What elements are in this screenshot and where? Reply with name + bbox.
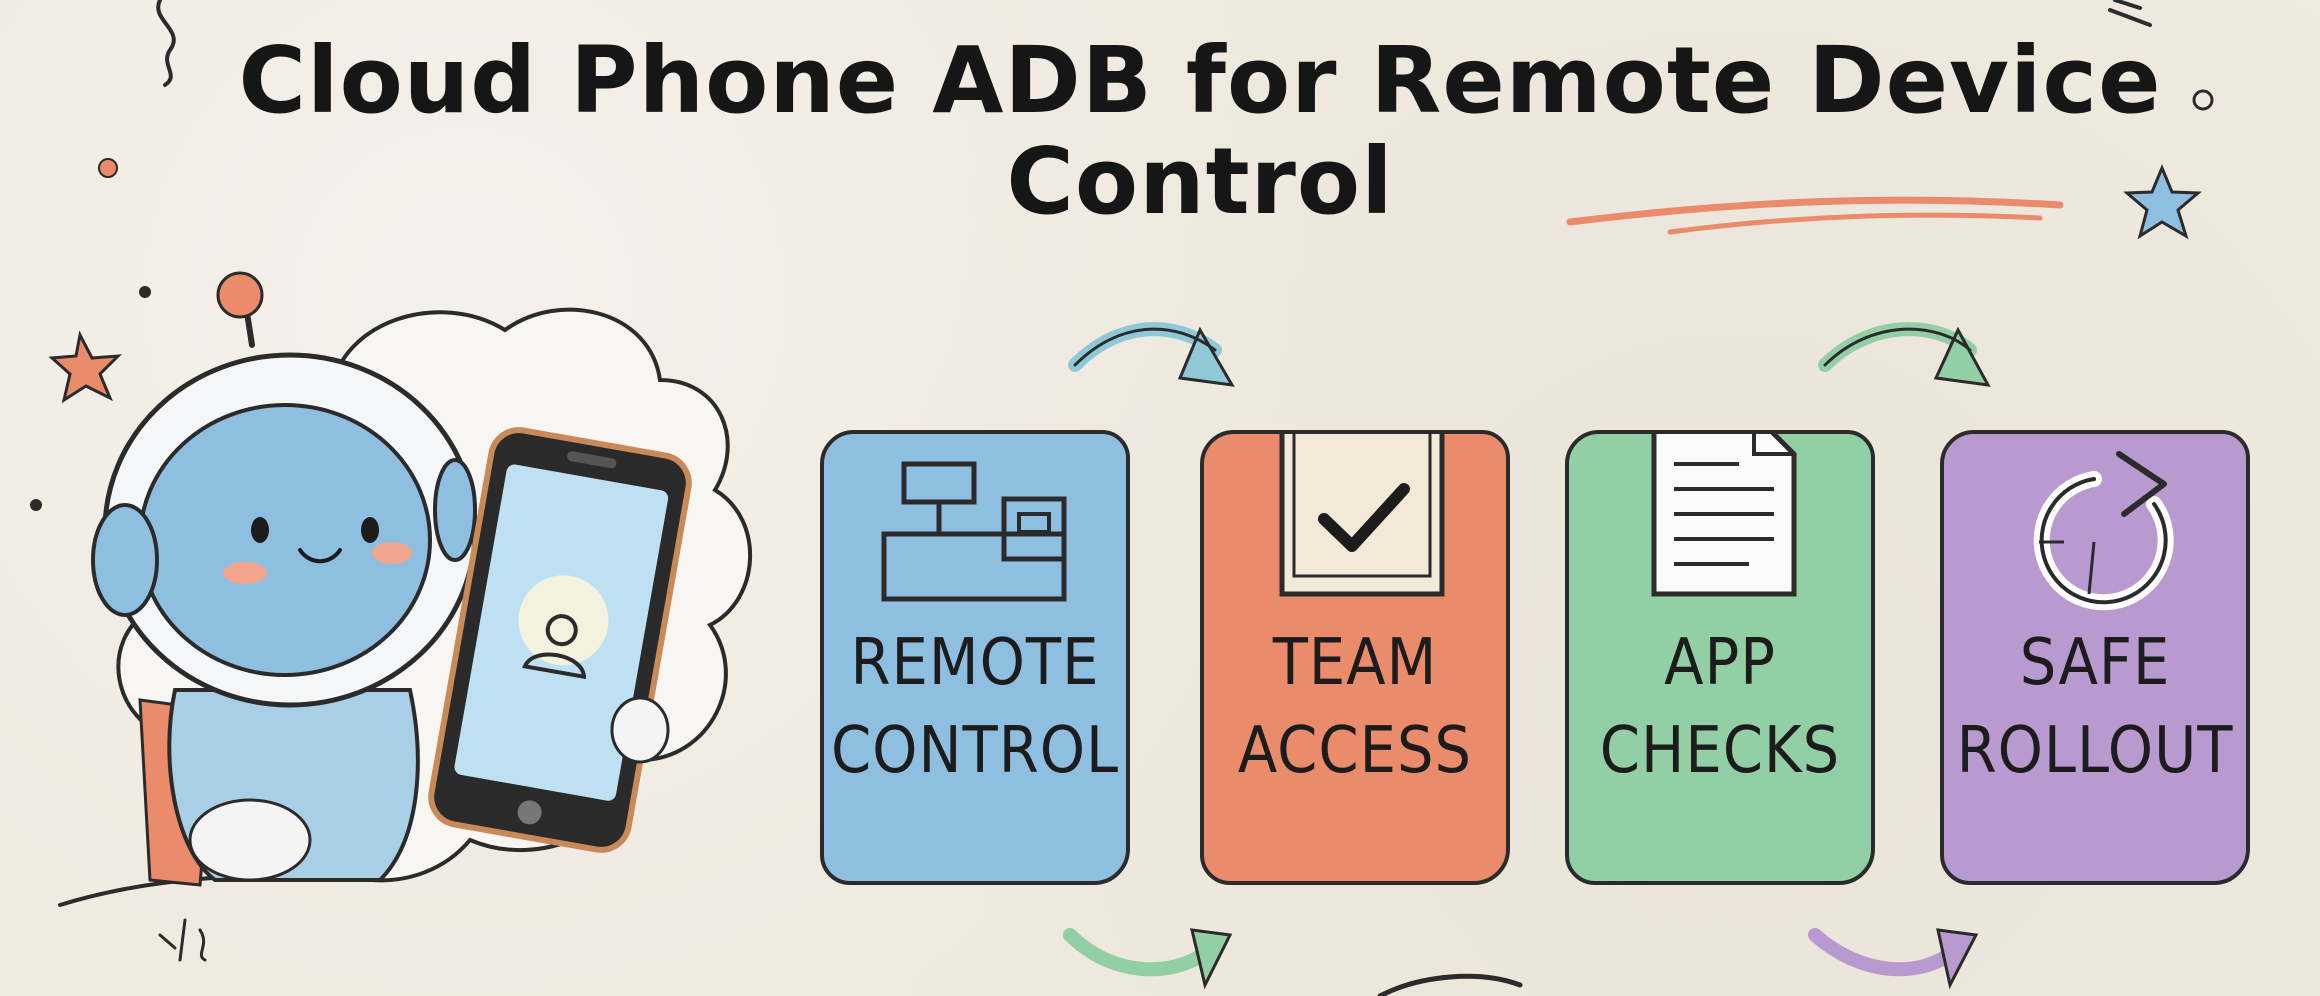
underline-stroke-2 — [1667, 212, 2043, 235]
monitor-keyboard-icon — [881, 461, 1067, 602]
card-label: SAFE ROLLOUT — [1944, 619, 2246, 795]
step-card-safe-rollout: SAFE ROLLOUT — [1940, 430, 2250, 885]
robot-eye-right — [361, 517, 379, 543]
arrow-bottom-1 — [1063, 928, 1217, 977]
dot-ring-right — [2192, 89, 2214, 111]
arrow-top-2-outline — [1823, 327, 1972, 367]
card-label-line2: ROLLOUT — [1956, 714, 2234, 788]
robot-hand — [610, 696, 670, 764]
step-card-app-checks: APP CHECKS — [1565, 430, 1875, 885]
dash-lines-top-right — [2108, 0, 2152, 27]
star-orange-icon — [48, 330, 122, 404]
grass-doodle — [158, 918, 207, 962]
robot-ear-left — [91, 503, 159, 617]
robot-smile — [298, 548, 342, 564]
robot-arm — [188, 798, 312, 882]
document-icon — [1651, 434, 1797, 597]
robot-eye-left — [251, 517, 269, 543]
robot-cheek-right — [372, 542, 412, 564]
checkbox-icon — [1279, 434, 1445, 597]
arrow-top-1-head — [1177, 326, 1235, 387]
robot-antenna-ball — [216, 271, 264, 319]
card-label: APP CHECKS — [1569, 619, 1871, 795]
star-blue-icon — [2123, 164, 2202, 240]
card-label: REMOTE CONTROL — [824, 619, 1126, 795]
arrow-top-1-outline — [1073, 327, 1217, 367]
dot-small — [139, 286, 151, 298]
card-label-line2: CHECKS — [1599, 714, 1841, 788]
dot-orange — [98, 158, 118, 178]
page-title: Cloud Phone ADB for Remote Device Contro… — [238, 27, 2162, 236]
robot-ear-right — [433, 458, 477, 562]
card-label-line2: CONTROL — [830, 714, 1120, 788]
underline-stroke-1 — [1566, 196, 2064, 226]
card-label-line1: REMOTE — [850, 626, 1100, 700]
step-card-team-access: TEAM ACCESS — [1200, 430, 1510, 885]
refresh-icon — [2033, 451, 2174, 611]
card-label-line1: SAFE — [2019, 626, 2171, 700]
bottom-sketch-line — [1377, 973, 1523, 996]
robot-cheek-left — [223, 562, 267, 584]
step-card-remote-control: REMOTE CONTROL — [820, 430, 1130, 885]
arrow-bottom-2-head — [1936, 928, 1979, 990]
squiggle-top-left — [156, 0, 176, 87]
card-label-line1: TEAM — [1272, 626, 1438, 700]
arrow-top-2-head — [1933, 326, 1991, 387]
robot-face — [138, 403, 432, 677]
card-label: TEAM ACCESS — [1204, 619, 1506, 795]
card-label-line2: ACCESS — [1237, 714, 1473, 788]
arrow-bottom-2 — [1808, 928, 1962, 977]
arrow-bottom-1-head — [1190, 928, 1233, 990]
dot-left — [30, 499, 42, 511]
card-label-line1: APP — [1664, 626, 1776, 700]
